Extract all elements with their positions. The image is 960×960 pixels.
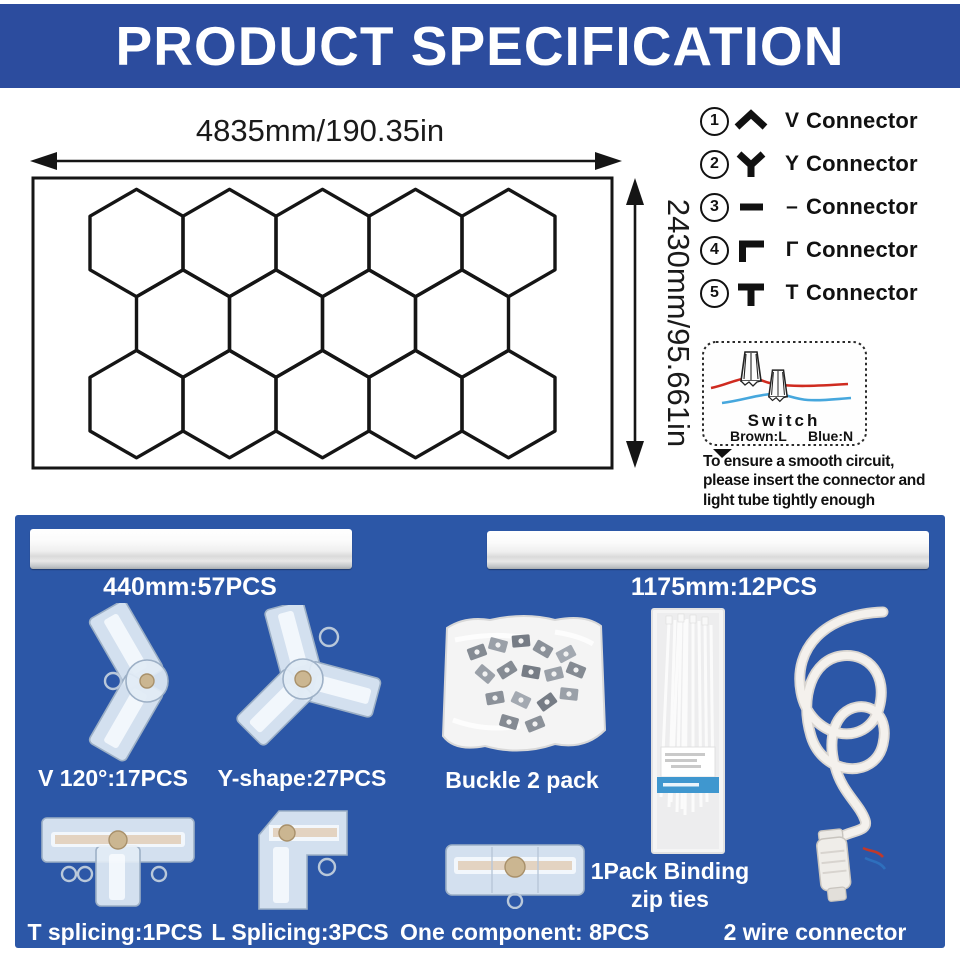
circuit-note: To ensure a smooth circuit, please inser…: [703, 452, 955, 510]
zip-ties-label-line2: zip ties: [631, 886, 709, 912]
legend-label: Connector: [806, 237, 918, 262]
buckle-pack-label: Buckle 2 pack: [445, 767, 599, 793]
legend-label: Connector: [806, 194, 918, 219]
plug-connector: [816, 828, 852, 902]
height-dimension-label: 2430mm/95.661in: [661, 199, 696, 447]
legend-number-1: 1: [700, 106, 729, 136]
legend-letter: T: [785, 281, 799, 304]
v-connector-icon: [734, 109, 768, 130]
wire-connector-label: 2 wire connector: [723, 919, 907, 945]
note-line: light tube tightly enough: [703, 491, 875, 509]
legend-number-5: 5: [700, 278, 729, 308]
switch-label: Switch: [748, 411, 821, 430]
hexagon-layout-diagram: 4835mm/190.35in 2430mm/95.661in: [30, 113, 696, 470]
short-tube-label: 440mm:57PCS: [103, 573, 277, 601]
legend-item-straight: 3 – Connector: [700, 192, 956, 222]
hexagon-cell: [227, 268, 325, 379]
legend-letter: V: [784, 109, 799, 132]
v-connector-photo: [88, 603, 169, 762]
layout-frame: [31, 176, 614, 470]
note-line: please insert the connector and: [703, 472, 926, 490]
t-splicing-photo: [41, 817, 195, 907]
y-connector-photo: [236, 605, 382, 746]
legend-number-2: 2: [700, 149, 729, 179]
one-component-photo: [445, 844, 585, 909]
metal-buckles: [466, 634, 587, 733]
legend-item-v: 1 V Connector: [700, 106, 956, 136]
hexagon-cell: [181, 187, 278, 299]
hexagon-cell: [181, 348, 278, 460]
wire-nut-icon: [740, 351, 762, 387]
hexagon-cell: [274, 187, 371, 299]
legend-label: Connector: [806, 151, 918, 176]
hexagon-cell: [88, 187, 185, 299]
y-connector-label: Y-shape:27PCS: [217, 765, 387, 791]
hexagon-cell: [460, 187, 557, 299]
pointer-triangle-icon: [713, 449, 732, 458]
hexagon-cell: [367, 187, 464, 299]
y-connector-icon: [736, 151, 766, 177]
legend-item-t: 5 T Connector: [700, 278, 956, 308]
package-contents-panel: 440mm:57PCS 1175mm:12PCS V 120°:17PCS: [15, 515, 945, 948]
wire-connector-photo: [794, 606, 890, 902]
legend-label: Connector: [806, 280, 918, 305]
hexagon-cell: [274, 348, 371, 460]
one-component-label: One component: 8PCS: [400, 919, 650, 945]
red-wire-tip: [862, 846, 884, 858]
legend-letter: Y: [784, 152, 799, 175]
hexagon-cell: [134, 268, 232, 379]
page-title: PRODUCT SPECIFICATION: [115, 15, 845, 77]
t-splicing-label: T splicing:1PCS: [27, 919, 203, 945]
long-tube-label: 1175mm:12PCS: [630, 573, 818, 601]
hexagon-cell: [367, 348, 464, 460]
l-splicing-photo: [258, 810, 348, 910]
corner-connector-icon: [739, 240, 764, 262]
hexagon-cell: [460, 348, 557, 460]
legend-number-3: 3: [700, 192, 729, 222]
legend-label: Connector: [806, 108, 918, 133]
header-banner: PRODUCT SPECIFICATION: [0, 4, 960, 88]
height-arrow: [626, 178, 644, 468]
hex-grid: [88, 187, 557, 460]
width-dimension-label: 4835mm/190.35in: [196, 113, 444, 148]
switch-wiring-diagram: Switch Brown:L Blue:N: [702, 341, 867, 458]
legend-letter: Γ: [785, 238, 799, 261]
short-light-tube-photo: [30, 529, 352, 569]
zip-ties-photo: [651, 608, 725, 854]
legend-letter: –: [786, 195, 798, 218]
hexagon-cell: [88, 348, 185, 460]
width-arrow: [30, 152, 622, 170]
legend-item-y: 2 Y Connector: [700, 149, 956, 179]
long-light-tube-photo: [487, 531, 929, 569]
blue-wire-label: Blue:N: [808, 428, 853, 444]
l-splicing-label: L Splicing:3PCS: [211, 919, 389, 945]
legend-item-corner: 4 Γ Connector: [700, 235, 956, 265]
brown-wire-label: Brown:L: [730, 428, 787, 444]
blue-neutral-wire: [721, 392, 852, 405]
hexagon-cell: [413, 268, 511, 379]
zip-ties-label-line1: 1Pack Binding: [590, 858, 750, 884]
connector-legend: 1 V Connector 2 Y Connector 3 – Connecto…: [700, 106, 956, 321]
straight-connector-icon: [740, 203, 763, 211]
wire-nut-icon: [767, 369, 789, 403]
v-connector-label: V 120°:17PCS: [38, 765, 188, 791]
hexagon-cell: [320, 268, 418, 379]
buckle-pack-photo: [441, 615, 607, 752]
blue-wire-tip: [864, 856, 887, 870]
t-connector-icon: [738, 283, 764, 306]
note-line: To ensure a smooth circuit,: [703, 453, 895, 470]
legend-number-4: 4: [700, 235, 729, 265]
